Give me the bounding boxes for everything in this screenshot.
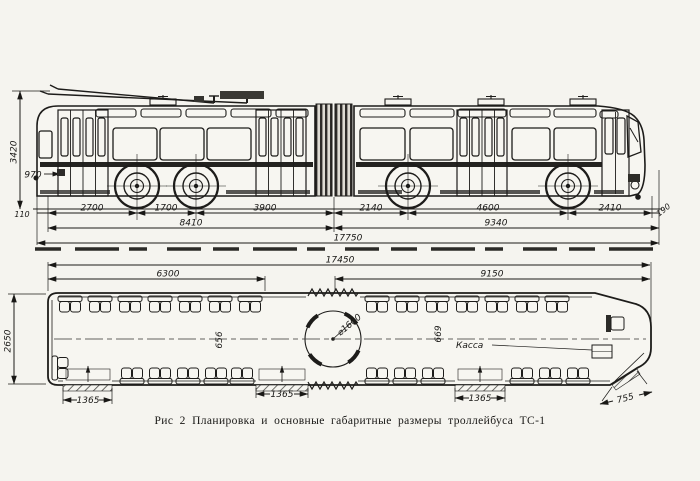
farebox-label: Касса (456, 341, 483, 351)
plan-view: ⌀1600 (4, 256, 653, 406)
door-mid-front (456, 109, 508, 197)
side-doors (57, 109, 630, 197)
dim-label-970: 970 (24, 171, 41, 181)
front-body-outline (353, 105, 646, 197)
dim-label-669: 669 (434, 325, 444, 342)
wheels (107, 154, 598, 220)
side-view: 2700 1700 3900 2140 4600 2410 110 190 84… (10, 84, 673, 251)
dim-section-rows (36, 225, 660, 246)
wheel-1 (107, 154, 167, 220)
dim-label-4600: 4600 (477, 204, 500, 214)
dim-label-door3-1365: 1365 (469, 394, 492, 404)
rear-window (38, 130, 53, 159)
plan-dim-lines (11, 262, 653, 405)
dim-label-2140: 2140 (360, 204, 383, 214)
roof-hatches (149, 95, 597, 106)
plan-doors (62, 365, 641, 392)
dim-label-8410: 8410 (180, 219, 203, 229)
plan-inner-walls (51, 296, 610, 382)
figure-caption: Рис 2 Планировка и основные габаритные р… (155, 415, 546, 427)
dim-verticals-side (17, 90, 65, 210)
dim-label-2700: 2700 (81, 204, 104, 214)
dim-label-17750: 17750 (334, 234, 363, 244)
roof-equipment-box (220, 91, 264, 99)
dim-label-door2-1365: 1365 (271, 390, 294, 400)
wheel-3 (378, 154, 438, 220)
dim-label-17450: 17450 (326, 256, 355, 266)
main-windows (38, 114, 642, 161)
dim-label-656: 656 (215, 331, 225, 348)
dim-label-9340: 9340 (485, 219, 508, 229)
dim-label-2410: 2410 (599, 204, 622, 214)
door-mid-rear (255, 109, 307, 197)
farebox-leader (491, 344, 593, 351)
dim-label-6300: 6300 (157, 270, 180, 280)
sill-bands (40, 162, 624, 194)
driver-seat (610, 316, 625, 331)
windshield (626, 114, 642, 158)
dim-label-9150: 9150 (481, 270, 504, 280)
tow-hook-rear (33, 175, 39, 181)
dim-label-3900: 3900 (254, 204, 277, 214)
tow-hook-front (635, 194, 641, 200)
dim-label-110: 110 (14, 210, 29, 219)
driver-seat-back (606, 315, 611, 332)
door-front (601, 109, 630, 197)
articulation-bellows-plan (307, 287, 359, 391)
front-details (33, 127, 641, 200)
dim-label-2650: 2650 (4, 329, 14, 352)
wheel-4 (538, 154, 598, 220)
trolley-poles (39, 84, 264, 104)
wiper (629, 127, 639, 143)
dim-label-190: 190 (655, 202, 673, 219)
dim-label-door1-1365: 1365 (77, 396, 100, 406)
articulation-bellows-side (315, 103, 353, 197)
driver-area (491, 315, 645, 382)
dim-label-1700: 1700 (155, 204, 178, 214)
rear-body-outline (36, 105, 316, 197)
dim-label-3420: 3420 (10, 140, 20, 163)
dim-label-755: 755 (616, 392, 635, 406)
door-rear (57, 109, 109, 197)
